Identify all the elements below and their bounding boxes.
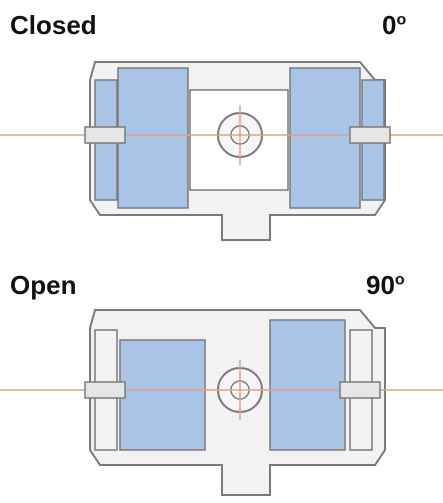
left-stop-screw xyxy=(84,381,126,399)
state-name: Open xyxy=(10,270,77,300)
right-piston xyxy=(269,319,346,451)
actuator-closed-svg xyxy=(0,61,443,241)
right-piston xyxy=(289,67,361,209)
actuator-closed-diagram xyxy=(0,50,443,250)
left-stop-screw xyxy=(84,126,126,144)
state-label-open: Open xyxy=(10,272,76,298)
angle-label-closed: 0o xyxy=(382,12,406,38)
right-stop-screw xyxy=(349,126,391,144)
left-piston xyxy=(119,339,206,451)
degree-symbol: o xyxy=(396,11,407,29)
left-piston xyxy=(117,67,189,209)
angle-value: 90 xyxy=(366,270,395,300)
right-stop-screw xyxy=(339,381,381,399)
degree-symbol: o xyxy=(394,271,405,289)
actuator-open-svg xyxy=(0,309,443,496)
actuator-open-diagram xyxy=(0,300,443,503)
state-name: Closed xyxy=(10,10,97,40)
state-label-closed: Closed xyxy=(10,12,97,38)
angle-label-open: 90o xyxy=(366,272,405,298)
angle-value: 0 xyxy=(382,10,397,40)
